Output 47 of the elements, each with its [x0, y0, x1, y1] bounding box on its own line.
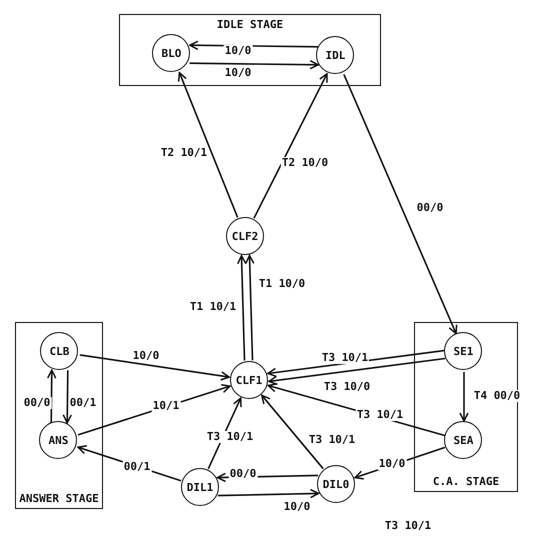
state-circle: BLO	[152, 34, 190, 72]
stage-title: IDLE STAGE	[216, 17, 284, 32]
transition-arrow	[178, 72, 238, 218]
state-circle: DIL1	[181, 468, 219, 506]
transition-arrow	[218, 488, 320, 498]
transition-arrow	[253, 73, 328, 219]
state-circle: IDL	[316, 36, 354, 74]
edge-label: T1 10/0	[258, 278, 306, 290]
transition-arrow	[62, 370, 72, 424]
edge-label: 10/0	[282, 501, 312, 513]
transition-arrow	[268, 358, 446, 386]
state-circle: CLF2	[226, 217, 264, 255]
transition-arrow	[459, 372, 469, 422]
transition-arrow	[236, 254, 246, 361]
edge-label: 00/1	[68, 397, 98, 409]
state-circle: ANS	[39, 421, 78, 460]
edge-label: 10/0	[224, 67, 252, 79]
edge-label: T3 10/1	[308, 434, 356, 446]
transition-arrow	[190, 60, 319, 70]
transition-arrow	[244, 254, 254, 360]
edge-label: T3 10/0	[322, 381, 372, 393]
state-circle: CLB	[40, 332, 78, 370]
transition-arrow	[80, 354, 230, 381]
state-circle: DIL0	[317, 465, 355, 503]
stage-title: ANSWER STAGE	[18, 491, 100, 506]
edge-label: 10/0	[224, 45, 252, 57]
state-circle: SE1	[444, 332, 482, 370]
edge-label: T4 00/0	[472, 390, 522, 402]
edge-label: 00/0	[416, 202, 444, 214]
edge-label: T2 10/0	[280, 157, 330, 169]
edge-label: 10/0	[132, 350, 160, 362]
state-circle: SEA	[444, 421, 482, 460]
stage-title: C.A. STAGE	[432, 474, 500, 489]
transition-arrow	[343, 74, 458, 334]
edge-label: 10/0	[378, 458, 406, 470]
edge-label: T1 10/1	[188, 301, 238, 313]
edge-label: T3 10/1	[356, 409, 404, 421]
transition-arrow	[261, 394, 324, 470]
edge-label: T3 10/1	[206, 431, 254, 443]
edge-label: 00/1	[122, 461, 152, 473]
transition-note: T3 10/1	[384, 520, 432, 532]
state-circle: CLF1	[230, 361, 268, 399]
edge-label: T2 10/1	[160, 147, 208, 159]
edge-label: 10/1	[152, 400, 180, 412]
edge-label: 00/0	[22, 397, 52, 409]
edge-label: T3 10/1	[320, 352, 370, 364]
edge-label: 00/0	[228, 468, 258, 480]
